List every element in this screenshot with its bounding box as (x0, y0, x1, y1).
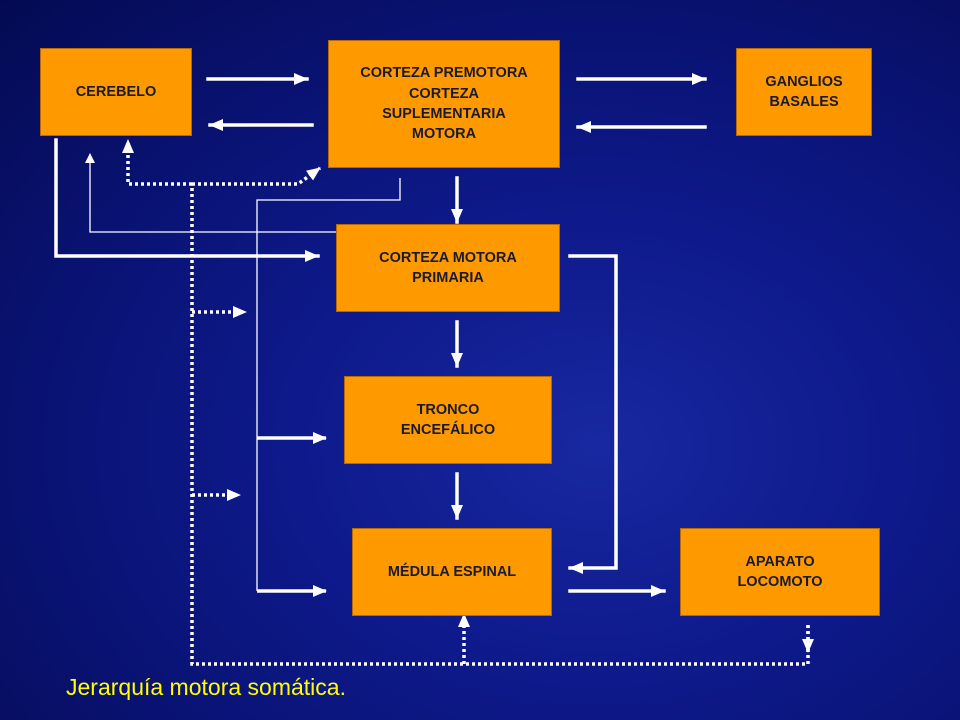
node-tronco-encefalico-label: TRONCO ENCEFÁLICO (400, 401, 496, 438)
node-medula-espinal: MÉDULA ESPINAL (352, 528, 552, 616)
slide-caption: Jerarquía motora somática. (66, 674, 346, 700)
node-corteza-motora-primaria-label: CORTEZA MOTORA PRIMARIA (379, 249, 517, 286)
node-corteza-premotora-label: CORTEZA PREMOTORA CORTEZA SUPLEMENTARIA … (360, 65, 528, 143)
node-tronco-encefalico: TRONCO ENCEFÁLICO (344, 376, 552, 464)
dotted-arrow-to-cerebelo (122, 139, 192, 186)
node-ganglios-basales-label: GANGLIOS BASALES (765, 73, 843, 110)
node-aparato-locomoto: APARATO LOCOMOTO (680, 528, 880, 616)
node-cerebelo: CEREBELO (40, 48, 192, 136)
node-corteza-motora-primaria: CORTEZA MOTORA PRIMARIA (336, 224, 560, 312)
arrow-motora-to-medula (568, 254, 618, 574)
node-medula-espinal-label: MÉDULA ESPINAL (387, 563, 517, 580)
line-premotora-descending (256, 178, 401, 591)
node-aparato-locomoto-label: APARATO LOCOMOTO (737, 553, 823, 590)
dotted-arrow-to-premotora (192, 166, 322, 186)
arrow-motora-to-cerebelo (85, 153, 336, 233)
arrow-cerebelo-to-motora (54, 138, 320, 262)
node-cerebelo-label: CEREBELO (75, 83, 157, 100)
node-corteza-premotora: CORTEZA PREMOTORA CORTEZA SUPLEMENTARIA … (328, 40, 560, 168)
node-ganglios-basales: GANGLIOS BASALES (736, 48, 872, 136)
